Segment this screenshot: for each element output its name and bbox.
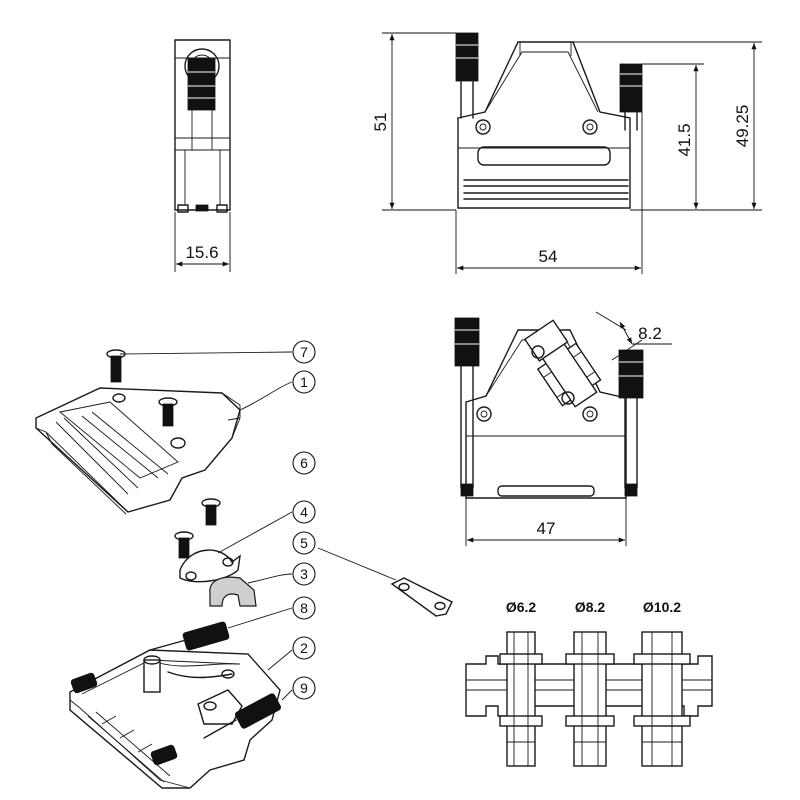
cable-clamp-sizes: Ø6.2 Ø8.2 Ø10.2 [465,599,713,767]
dim-screw-height: 41.5 [675,123,694,156]
dim-side-width: 15.6 [185,243,218,262]
callout-3: 3 [292,562,316,586]
svg-text:7: 7 [300,344,308,360]
dim-angled-offset: 8.2 [638,324,662,343]
svg-text:2: 2 [300,640,308,656]
svg-text:9: 9 [300,680,308,696]
callout-6: 6 [292,451,316,475]
cable-diameter-10-2: Ø10.2 [643,599,681,615]
cable-diameter-6-2: Ø6.2 [506,599,537,615]
callout-2: 2 [292,636,316,660]
callout-7: 7 [292,340,316,364]
svg-text:8: 8 [300,600,308,616]
callout-9: 9 [292,676,316,700]
side-view: 15.6 [174,39,231,272]
callout-8: 8 [292,596,316,620]
svg-text:1: 1 [300,374,308,390]
callout-5: 5 [292,531,316,555]
dim-back-width: 47 [537,519,556,538]
svg-text:5: 5 [300,535,308,551]
back-view: 8.2 47 [454,311,672,546]
callout-1: 1 [292,370,316,394]
svg-text:6: 6 [300,455,308,471]
svg-text:4: 4 [300,504,308,520]
svg-text:3: 3 [300,566,308,582]
exploded-view [35,349,453,789]
dim-total-height: 51 [371,113,390,132]
dim-front-width: 54 [539,247,558,266]
callout-4: 4 [292,500,316,524]
cable-diameter-8-2: Ø8.2 [575,599,606,615]
dim-body-height: 49.25 [733,105,752,148]
front-view: 51 41.5 49.25 54 [371,32,762,274]
